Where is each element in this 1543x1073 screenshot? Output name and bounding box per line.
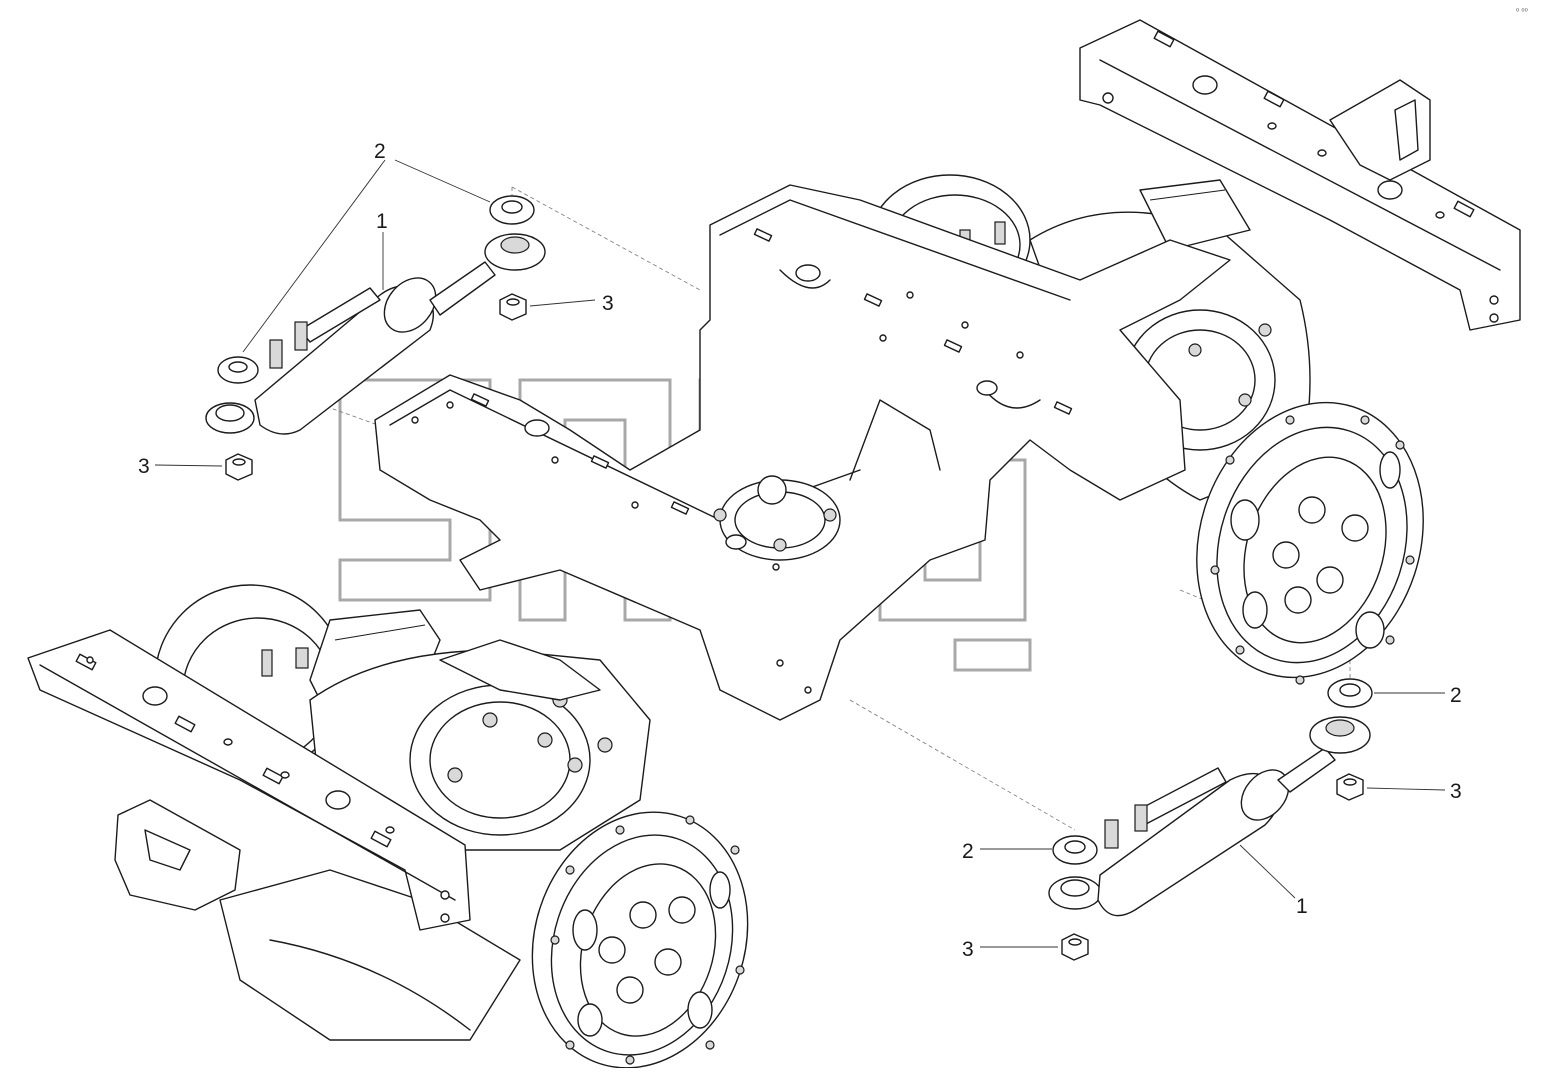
callout-3-lower-right-left: 3 — [962, 938, 974, 961]
callout-2-lower-right-top: 2 — [1450, 684, 1462, 707]
callout-3-upper-left-right: 3 — [602, 292, 614, 315]
callout-1-upper-left: 1 — [376, 210, 388, 233]
nut-lower-right-right — [1336, 773, 1364, 801]
washer-upper-left-bottom — [217, 356, 259, 384]
front-axle-assembly — [27, 584, 749, 1069]
washer-lower-right-bottom — [1052, 835, 1098, 865]
callout-2-lower-right-left: 2 — [962, 840, 974, 863]
washer-lower-right-top — [1327, 678, 1373, 708]
callout-3-upper-left-left: 3 — [138, 455, 150, 478]
main-frame — [374, 184, 1231, 721]
cylinder-upper-left — [205, 233, 546, 435]
callout-3-lower-right-right: 3 — [1450, 780, 1462, 803]
callout-1-lower-right: 1 — [1296, 895, 1308, 918]
nut-upper-left-right — [499, 293, 527, 321]
nut-upper-left-left — [225, 453, 253, 481]
nut-lower-right-left — [1061, 933, 1089, 961]
washer-upper-left-top — [489, 195, 535, 225]
callout-labels: 2 1 3 3 2 3 2 1 3 — [138, 140, 1462, 961]
corner-mark: ⁰ ⁰⁰ — [1516, 7, 1528, 16]
leader-lines — [154, 159, 1446, 948]
callout-2-upper-left: 2 — [374, 140, 386, 163]
cylinder-lower-right — [1048, 716, 1371, 917]
